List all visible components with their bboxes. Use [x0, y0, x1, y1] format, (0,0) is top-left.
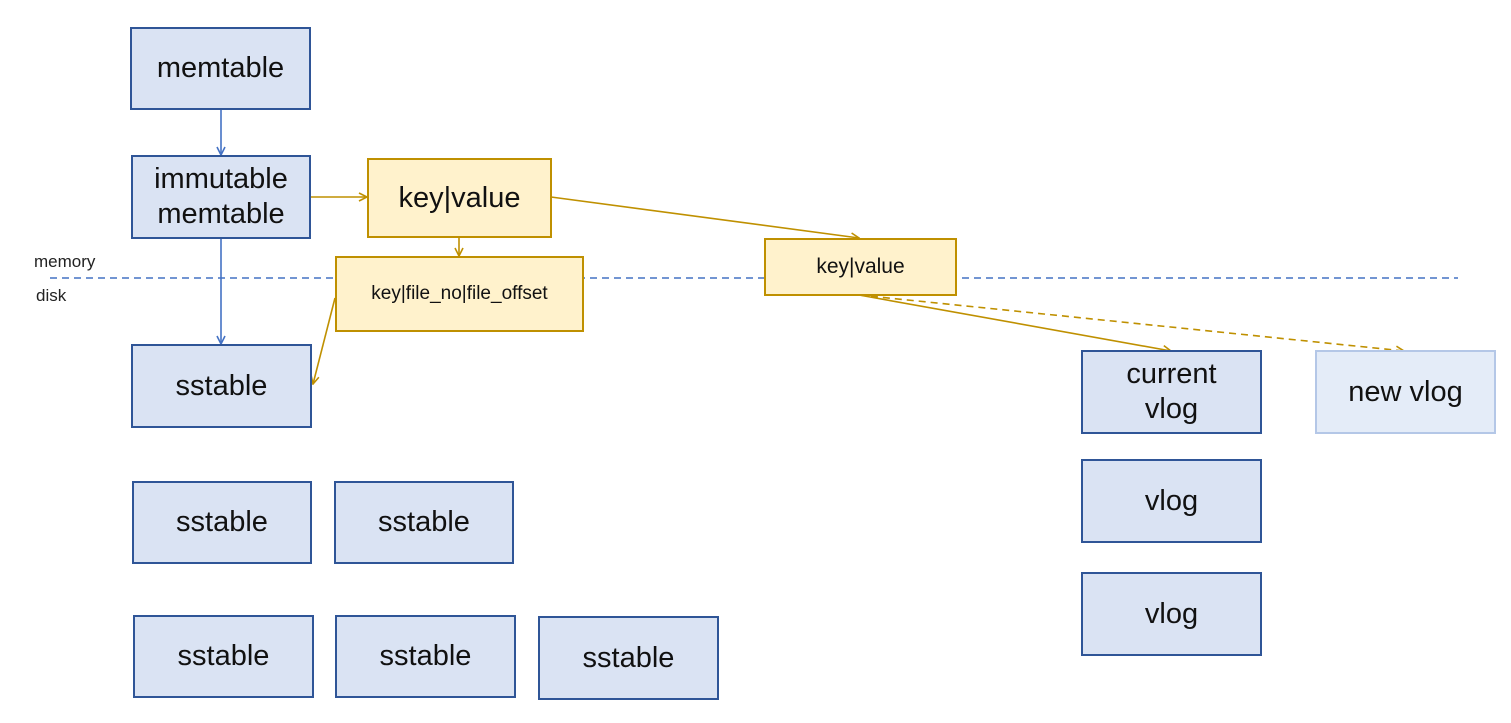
current-vlog-box[interactable]: current vlog [1081, 350, 1262, 434]
new-vlog-box[interactable]: new vlog [1315, 350, 1496, 434]
memtable-box[interactable]: memtable [130, 27, 311, 110]
sstable-label: sstable [378, 506, 470, 539]
current-vlog-label-line1: current [1126, 358, 1217, 391]
vlog-box-1[interactable]: vlog [1081, 459, 1262, 543]
immutable-memtable-box[interactable]: immutable memtable [131, 155, 311, 239]
key-value-memory-label: key|value [398, 181, 521, 214]
sstable-label: sstable [582, 641, 675, 674]
sstable-level1-a[interactable]: sstable [132, 481, 312, 564]
key-value-boundary-label: key|value [816, 255, 905, 279]
sstable-label: sstable [177, 640, 270, 673]
memtable-label: memtable [156, 52, 285, 85]
sstable-level2-b[interactable]: sstable [335, 615, 516, 698]
sstable-level1-b[interactable]: sstable [334, 481, 514, 564]
vlog-label: vlog [1144, 597, 1199, 630]
immutable-memtable-label-line2: memtable [157, 198, 285, 230]
sstable-level0[interactable]: sstable [131, 344, 312, 428]
vlog-label: vlog [1144, 484, 1199, 517]
immutable-memtable-label-line1: immutable [154, 163, 288, 196]
key-file-pointer-label: key|file_no|file_offset [371, 282, 548, 304]
arrow-boundary-keyvalue-to-current-vlog [858, 294, 1171, 351]
arrow-boundary-keyvalue-to-new-vlog [858, 294, 1404, 351]
key-value-box-memory[interactable]: key|value [367, 158, 552, 238]
key-file-pointer-box[interactable]: key|file_no|file_offset [335, 256, 584, 332]
arrow-pointer-to-sstable [313, 297, 336, 384]
sstable-label: sstable [379, 640, 472, 673]
vlog-box-2[interactable]: vlog [1081, 572, 1262, 656]
disk-label: disk [36, 286, 67, 305]
sstable-label: sstable [176, 506, 268, 539]
new-vlog-label: new vlog [1348, 375, 1463, 408]
memory-label: memory [34, 252, 96, 271]
current-vlog-label-line2: vlog [1144, 393, 1199, 425]
sstable-label: sstable [175, 369, 268, 402]
arrow-keyvalue-to-boundary-keyvalue [550, 196, 859, 238]
key-value-box-boundary[interactable]: key|value [764, 238, 957, 296]
sstable-level2-c[interactable]: sstable [538, 616, 719, 700]
sstable-level2-a[interactable]: sstable [133, 615, 314, 698]
